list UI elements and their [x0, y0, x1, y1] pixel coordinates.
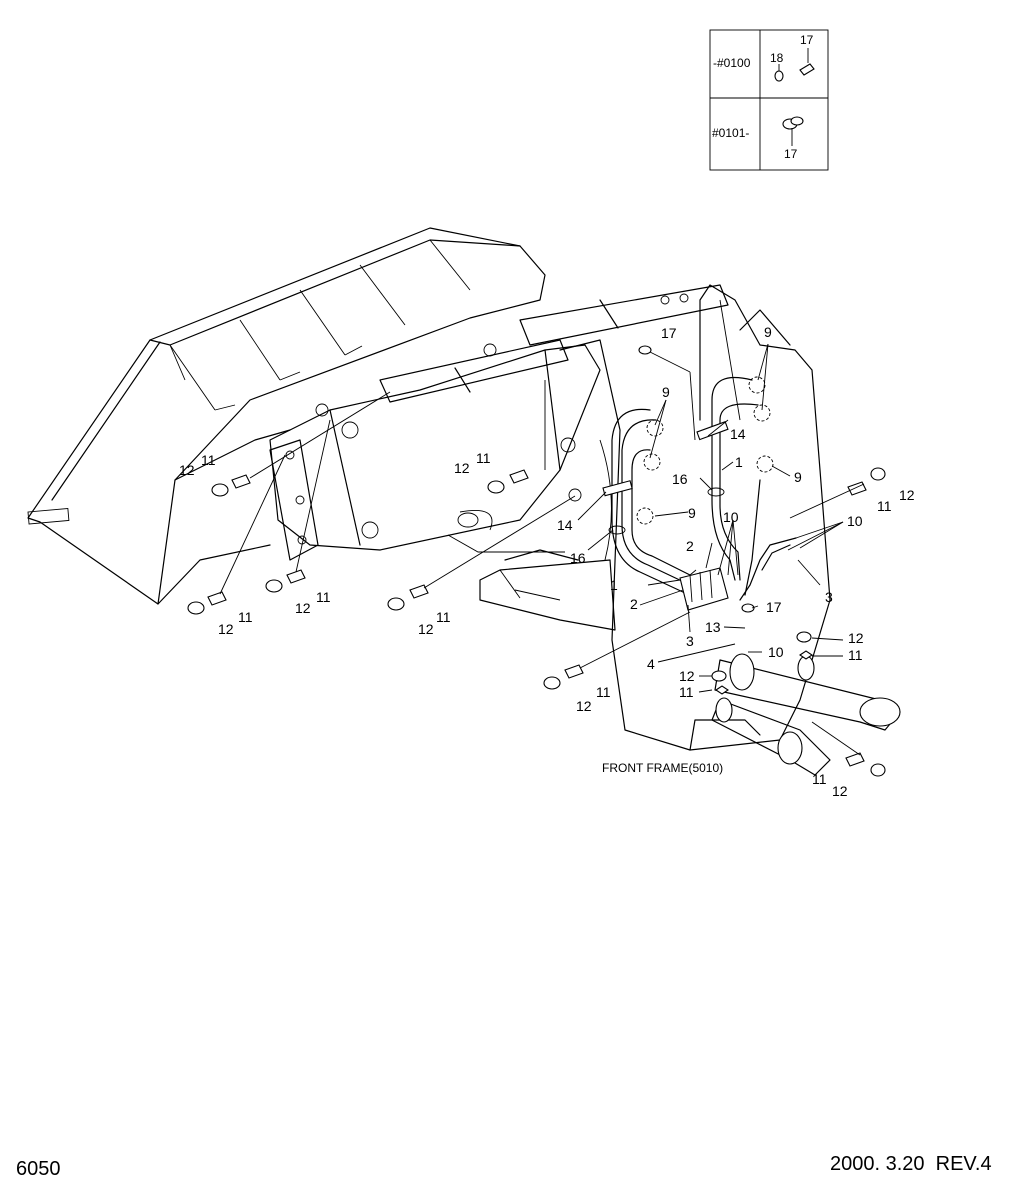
caps [187, 467, 886, 777]
callout-16: 16 [672, 471, 688, 487]
inset-row-2-code: #0101- [712, 126, 749, 140]
callout-12: 12 [418, 621, 434, 637]
inset-row-2-callout-17: 17 [784, 147, 798, 161]
inset-row-1-callout-18: 18 [770, 51, 784, 65]
hoses [602, 345, 797, 613]
callout-12: 12 [454, 460, 470, 476]
callout-labels: 12 11 12 11 11 12 12 11 12 11 11 12 12 1… [179, 324, 915, 799]
inset-table: -#0100 #0101- 18 17 17 [709, 29, 829, 171]
lift-cylinders [711, 653, 901, 776]
callout-1: 1 [735, 454, 743, 470]
loader-arms [269, 284, 729, 561]
callout-11: 11 [877, 498, 892, 514]
bucket [27, 227, 546, 605]
inset-clip-icon [782, 116, 804, 146]
callout-1: 1 [610, 577, 618, 593]
callout-9: 9 [794, 469, 802, 485]
callout-10: 10 [768, 644, 784, 660]
callout-11: 11 [436, 609, 451, 625]
callout-11: 11 [201, 452, 216, 468]
callout-12: 12 [179, 462, 195, 478]
front-frame [479, 284, 831, 751]
callout-16: 16 [570, 550, 586, 566]
callout-12: 12 [295, 600, 311, 616]
callout-11: 11 [238, 609, 253, 625]
grease-fittings [207, 469, 867, 767]
page-number: 6050 [16, 1158, 61, 1180]
callout-11: 11 [679, 684, 694, 700]
callout-9: 9 [764, 324, 772, 340]
inset-row-1-code: -#0100 [713, 56, 751, 70]
callout-14: 14 [730, 426, 746, 442]
callout-10: 10 [723, 509, 739, 525]
callout-12: 12 [679, 668, 695, 684]
callout-2: 2 [630, 596, 638, 612]
callout-11: 11 [316, 589, 331, 605]
callout-12: 12 [218, 621, 234, 637]
front-frame-label: FRONT FRAME(5010) [602, 761, 723, 775]
callout-2: 2 [686, 538, 694, 554]
inset-row-1-callout-17: 17 [800, 33, 814, 47]
callout-11: 11 [476, 450, 491, 466]
callout-12: 12 [576, 698, 592, 714]
callout-11: 11 [596, 684, 611, 700]
callout-14: 14 [557, 517, 573, 533]
callout-4: 4 [647, 656, 655, 672]
leader-lines [219, 343, 865, 756]
revision-date: 2000. 3.20 REV.4 [830, 1153, 992, 1175]
callout-12: 12 [899, 487, 915, 503]
callout-12: 12 [848, 630, 864, 646]
callout-3: 3 [686, 633, 694, 649]
callout-12: 12 [832, 783, 848, 799]
callout-17: 17 [661, 325, 677, 341]
callout-9: 9 [662, 384, 670, 400]
callout-10: 10 [847, 513, 863, 529]
callout-13: 13 [705, 619, 721, 635]
callout-11: 11 [812, 771, 827, 787]
callout-11: 11 [848, 647, 863, 663]
callout-3: 3 [825, 589, 833, 605]
callout-9: 9 [688, 505, 696, 521]
callout-17: 17 [766, 599, 782, 615]
inset-grease-fitting-icon [774, 48, 815, 82]
